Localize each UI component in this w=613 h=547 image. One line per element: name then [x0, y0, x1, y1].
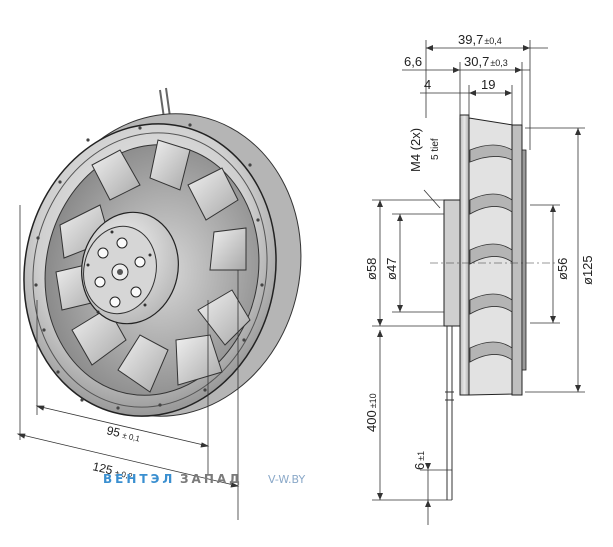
dim-thread-depth: 5 tief	[430, 138, 441, 160]
side-dimension-lines	[372, 40, 585, 525]
watermark-brand-gray: ЗАПАД	[180, 472, 243, 486]
dim-small-offset: 4	[424, 77, 431, 92]
watermark: ВЕНТЭЛ ЗАПАД V-W.BY	[103, 472, 305, 486]
hub-mounting-holes	[94, 237, 146, 308]
dimension-arrowheads	[377, 45, 581, 507]
rim-rivets	[34, 123, 264, 410]
dim-body-depth: 30,7±0,3	[464, 54, 508, 69]
front-dim-125-label: 125± 0,2	[91, 459, 134, 482]
side-cable	[445, 326, 454, 500]
fan-perspective-view	[23, 87, 302, 417]
side-rear-ring	[511, 124, 523, 396]
dim-flange-offset: 6,6	[404, 54, 422, 69]
front-dim-95-label: 95± 0,1	[105, 423, 142, 444]
dim-outer-dia: ø125	[580, 255, 595, 285]
dim-bolt-circle: ø58	[364, 258, 379, 280]
dim-strip-length: 6±1	[412, 451, 427, 470]
dim-inlet-dia: ø56	[555, 258, 570, 280]
side-blades	[469, 144, 513, 363]
dim-hub-depth: 19	[481, 77, 495, 92]
side-flange	[459, 114, 470, 396]
dim-thread: M4 (2x)	[408, 128, 423, 172]
dim-total-depth: 39,7±0,4	[458, 32, 502, 47]
front-dimension-lines	[16, 205, 240, 520]
dim-cable-length: 400±10	[364, 393, 379, 432]
watermark-url: V-W.BY	[268, 473, 305, 486]
dim-hub-dia: ø47	[384, 258, 399, 280]
impeller-blades	[55, 139, 251, 393]
rim-inner-edge	[32, 132, 268, 408]
watermark-brand-blue: ВЕНТЭЛ	[103, 472, 175, 486]
fan-side-view	[430, 114, 560, 500]
